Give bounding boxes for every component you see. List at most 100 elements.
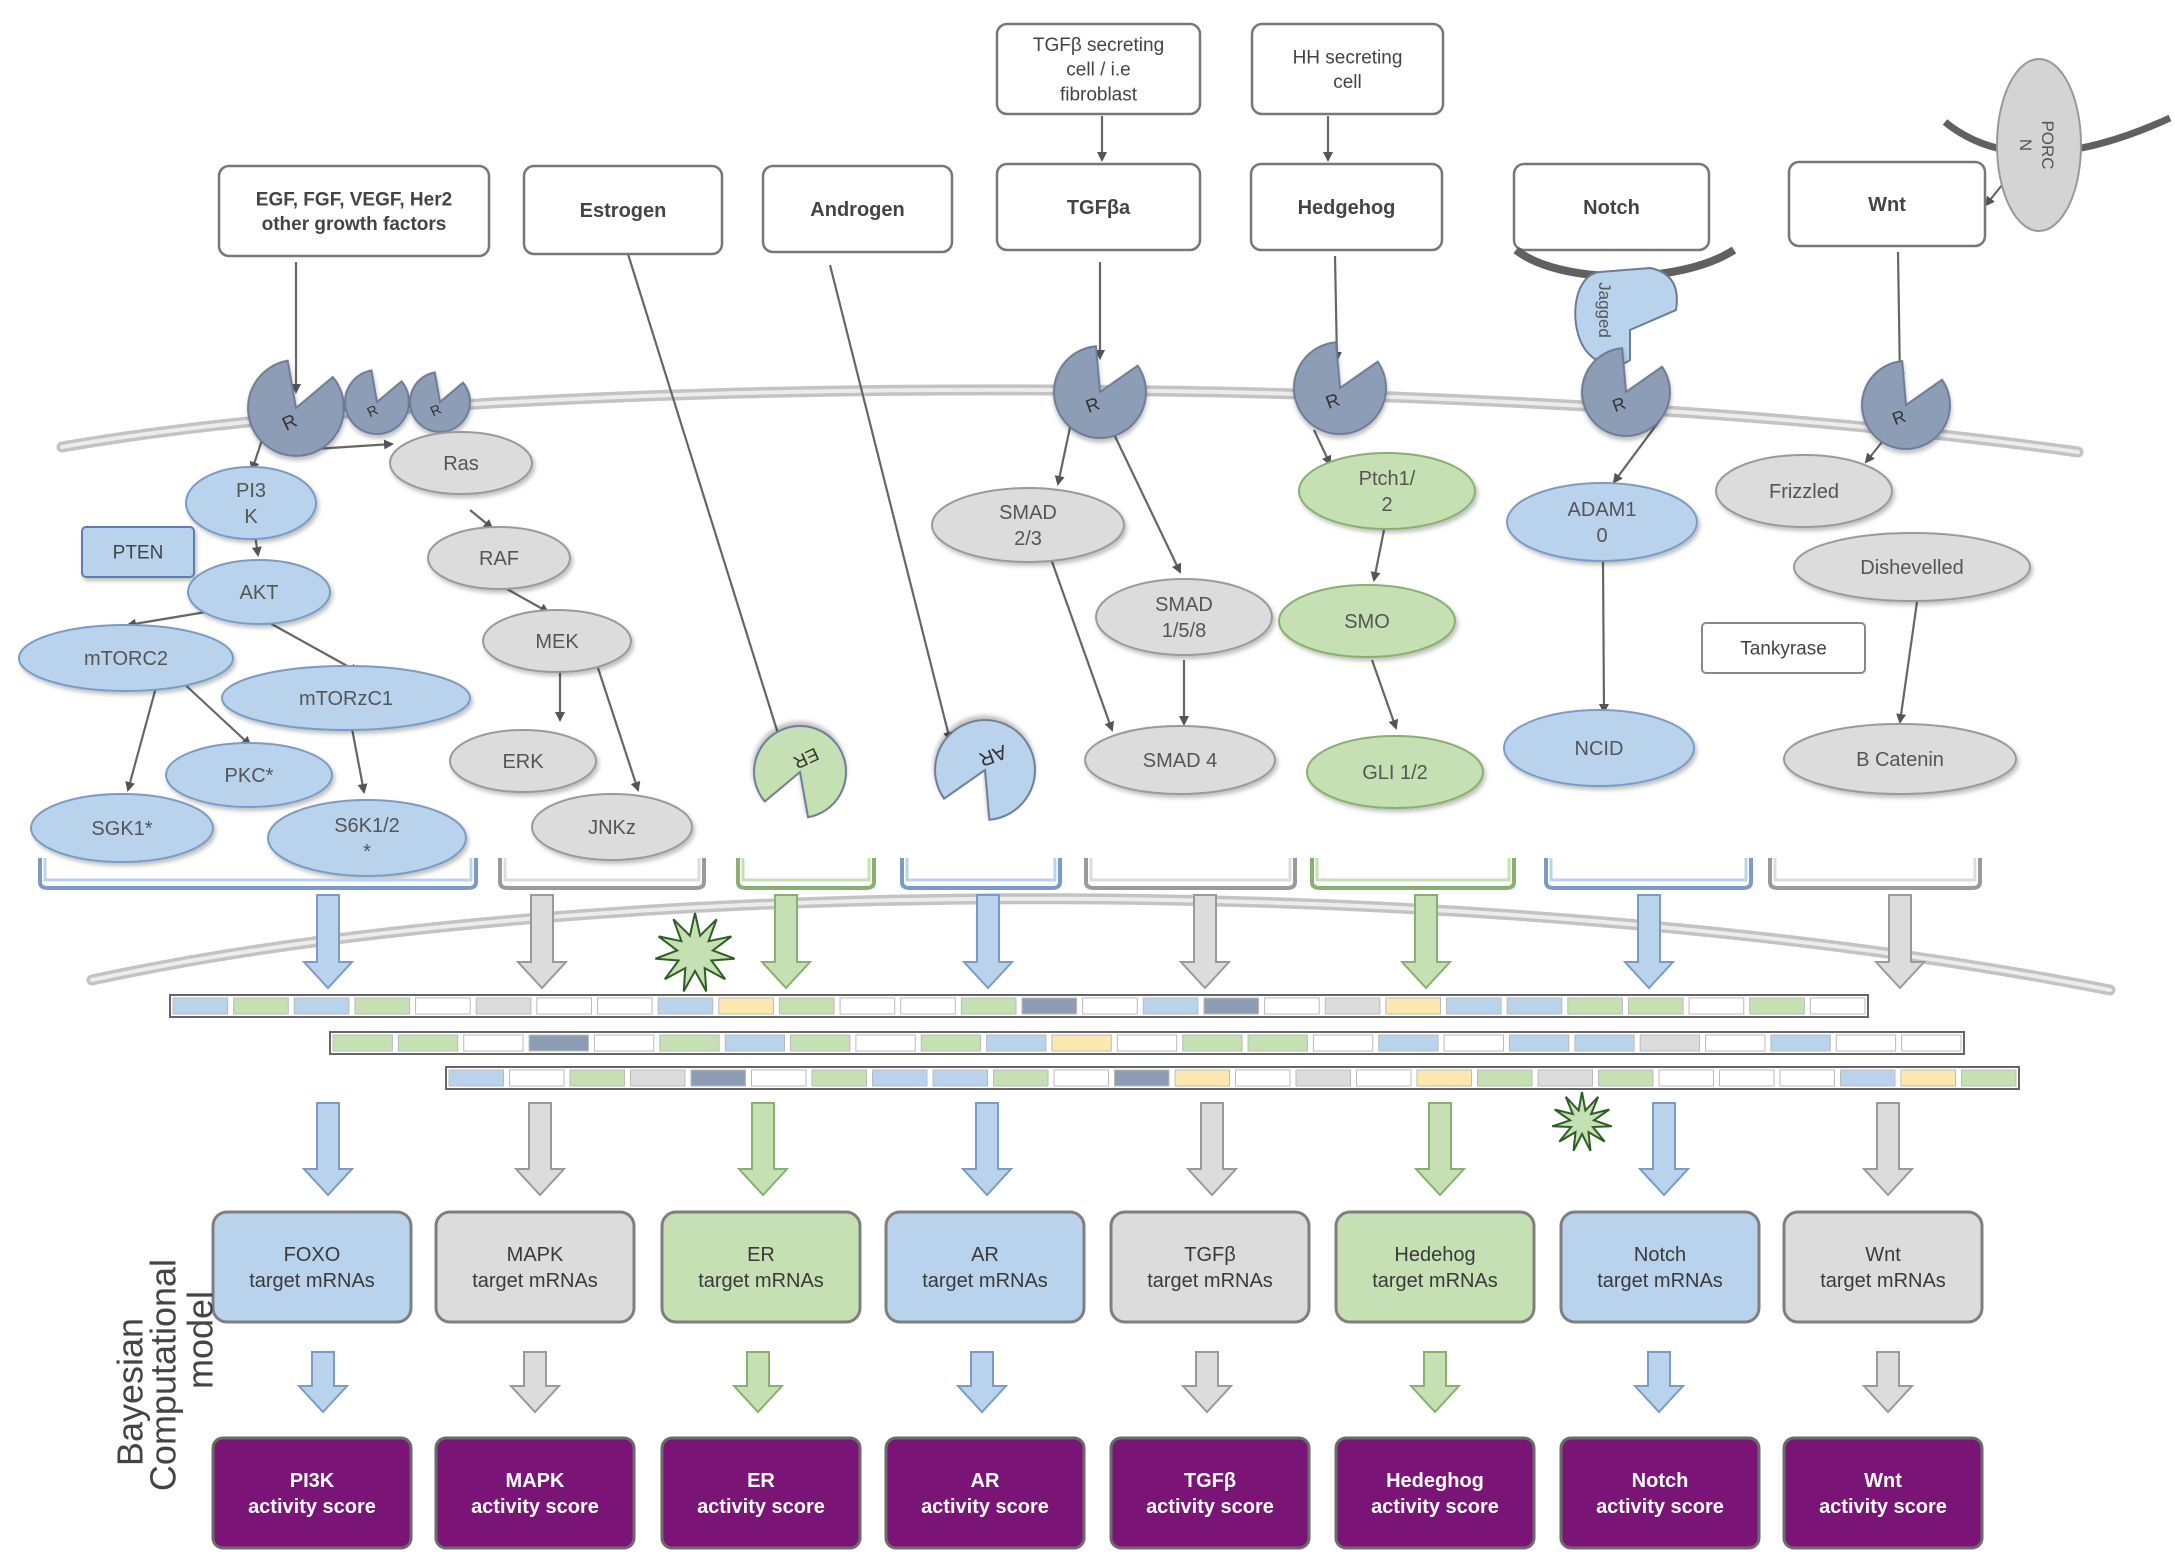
genome-segment: [1203, 997, 1260, 1015]
pkc-node-label: PKC*: [225, 765, 274, 787]
notch-box: [1512, 162, 1711, 252]
genome-segment: [475, 997, 532, 1015]
arrow-dishevelled-bcatenin: [1896, 601, 1919, 724]
genome-segment: [718, 997, 774, 1015]
genome-segment: [1809, 997, 1866, 1015]
genome-segment: [1627, 997, 1684, 1015]
hedgehog-box: [1249, 162, 1444, 252]
hedgehog-box-label: Hedgehog: [1298, 197, 1396, 219]
nuclear-entry-arrow-0: [301, 894, 355, 990]
model-label-line-2: model: [180, 1291, 221, 1389]
genome-segment: [1446, 997, 1502, 1015]
arrow-r-smad23: [1054, 417, 1074, 486]
target-mrna-box-4: [1109, 1210, 1311, 1324]
pten-box: [81, 526, 195, 578]
tgfb-secreting-cell: [995, 22, 1202, 116]
genome-segment: [839, 997, 896, 1015]
genome-segment: [1658, 1069, 1714, 1087]
nuclear-entry-arrow-7: [1873, 894, 1927, 990]
genome-segment: [1264, 997, 1320, 1015]
porcn-enzyme: [1996, 58, 2082, 232]
genome-segment: [900, 997, 956, 1015]
mtorc1-node-label: mTORzC1: [299, 688, 393, 710]
genome-segment: [778, 997, 835, 1015]
growth-factor-box: [217, 164, 491, 258]
bracket-1-inner: [503, 858, 701, 882]
nuclear-membrane-highlight: [90, 896, 2112, 992]
bracket-7-inner: [1773, 858, 1977, 882]
arrow-akt-mtorc1: [267, 621, 360, 673]
arrow-r-pi3k: [249, 439, 264, 472]
frizzled-node: [1715, 454, 1893, 528]
smo-node-label: SMO: [1344, 611, 1390, 633]
nuclear-entry-arrow-1: [515, 894, 569, 990]
bracket-2-inner: [741, 858, 871, 882]
smo-node: [1278, 584, 1456, 658]
activity-score-box-7: [1782, 1436, 1984, 1550]
mrna-arrow-6: [1637, 1102, 1691, 1197]
genome-segment: [1719, 1069, 1775, 1087]
score-arrow-4: [1180, 1351, 1234, 1414]
genome-segment: [332, 1034, 393, 1052]
bracket-3: [900, 858, 1062, 890]
genome-segment: [1142, 997, 1199, 1015]
bcatenin-node-label: B Catenin: [1856, 749, 1944, 771]
ncid-node: [1503, 709, 1695, 787]
score-arrow-5: [1408, 1351, 1462, 1414]
bracket-6: [1544, 858, 1753, 890]
arrow-r-adam10: [1612, 419, 1661, 484]
raf-node-label: RAF: [479, 548, 519, 570]
mutation-star-1: [655, 912, 735, 992]
estrogen-box: [522, 164, 724, 256]
arrow-androgen-ar: [828, 264, 953, 742]
pten-box-label: PTEN: [113, 543, 164, 564]
genome-segment: [1705, 1034, 1766, 1052]
mek-node-label: MEK: [535, 631, 579, 653]
activity-score-box-1: [434, 1436, 636, 1550]
smad4-node: [1084, 725, 1276, 795]
smad23-node: [931, 487, 1125, 563]
gli-node-label: GLI 1/2: [1362, 762, 1428, 784]
genome-segment: [1961, 1069, 2017, 1087]
tankyrase-box-label: Tankyrase: [1740, 639, 1827, 660]
activity-score-box-6: [1559, 1436, 1761, 1550]
arrow-raf-mek: [504, 587, 550, 613]
wnt-box-label: Wnt: [1868, 194, 1906, 216]
arrow-adam10-ncid: [1598, 559, 1609, 714]
wnt-box: [1787, 160, 1987, 248]
mtorc2-node: [18, 624, 234, 692]
genome-segment: [354, 997, 411, 1015]
erk-node: [449, 729, 597, 793]
genome-segment: [1477, 1069, 1533, 1087]
arrow-wnt-receptor: [1894, 251, 1905, 382]
receptor-growth-1: R: [247, 359, 346, 457]
genome-segment: [630, 1069, 686, 1087]
genome-segment: [811, 1069, 867, 1087]
raf-node: [427, 526, 571, 590]
arrow-r-smad158: [1111, 429, 1182, 574]
target-mrna-box-5: [1334, 1210, 1536, 1324]
akt-node: [187, 559, 331, 625]
genome-segment: [659, 1034, 720, 1052]
genome-segment: [790, 1034, 851, 1052]
genome-segment: [597, 997, 653, 1015]
genome-segment: [1053, 1069, 1109, 1087]
sgk1-node: [30, 793, 214, 863]
genome-segment: [536, 997, 592, 1015]
ptch-node-label: Ptch1/2: [1359, 468, 1416, 516]
jnk-node: [531, 793, 693, 861]
genome-segment: [1356, 1069, 1412, 1087]
genome-segment: [1749, 997, 1805, 1015]
arrow-ptch-smo: [1370, 529, 1386, 582]
androgen-box: [761, 164, 954, 254]
genome-segment: [1114, 1069, 1170, 1087]
genome-segment: [1688, 997, 1745, 1015]
